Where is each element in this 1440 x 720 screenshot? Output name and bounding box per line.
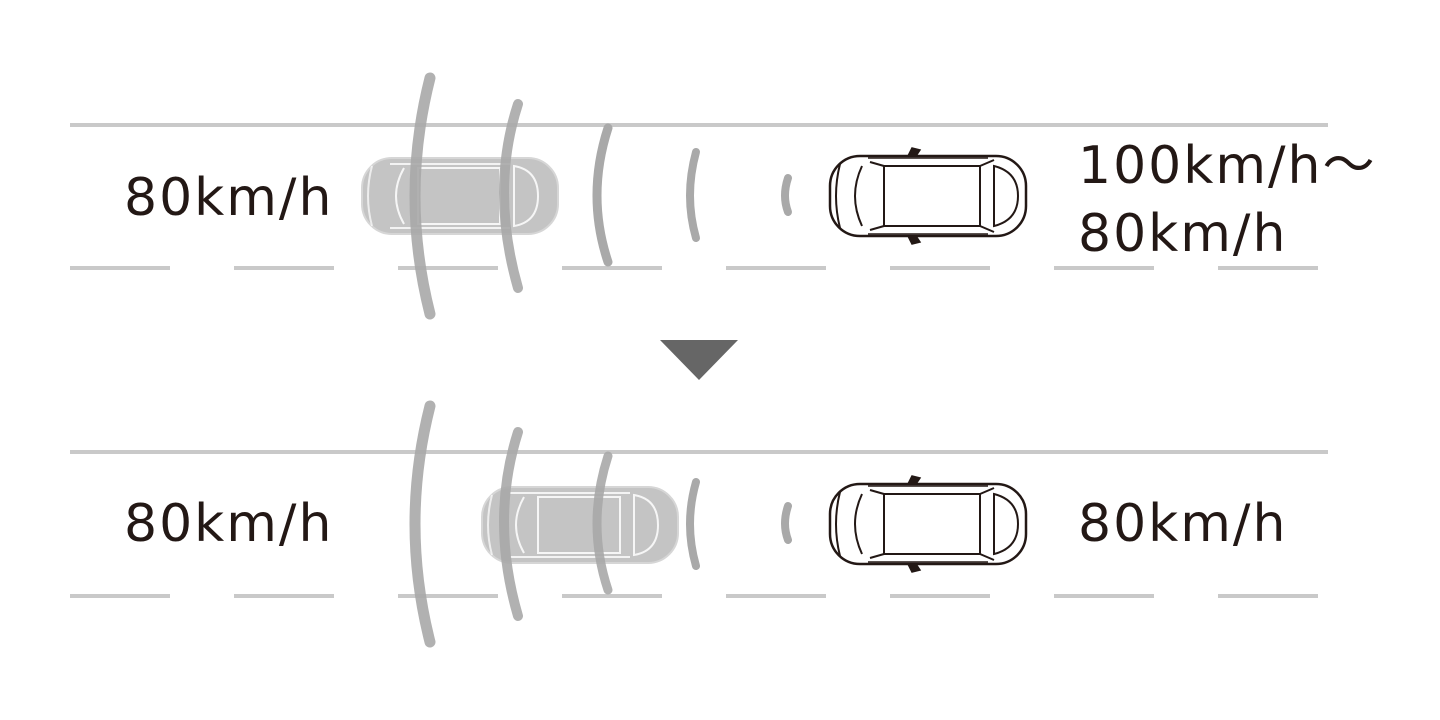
car-top-view-icon [828, 146, 1028, 246]
leader-speed-before-line2: 80km/h [1078, 204, 1288, 264]
scene-before [70, 72, 1328, 320]
ghost-car-icon [481, 486, 679, 564]
ghost-car-icon [361, 157, 559, 235]
car-top-view-icon [828, 474, 1028, 574]
radar-wave-icon [409, 400, 792, 648]
leader-speed-after: 80km/h [1078, 494, 1288, 554]
follower-speed-after: 80km/h [124, 494, 334, 554]
leader-speed-before-line1: 100km/h〜 [1078, 136, 1377, 196]
down-triangle-icon [660, 340, 738, 380]
follower-speed-before: 80km/h [124, 168, 334, 228]
radar-wave-icon [409, 72, 792, 320]
scene-after [70, 400, 1328, 648]
